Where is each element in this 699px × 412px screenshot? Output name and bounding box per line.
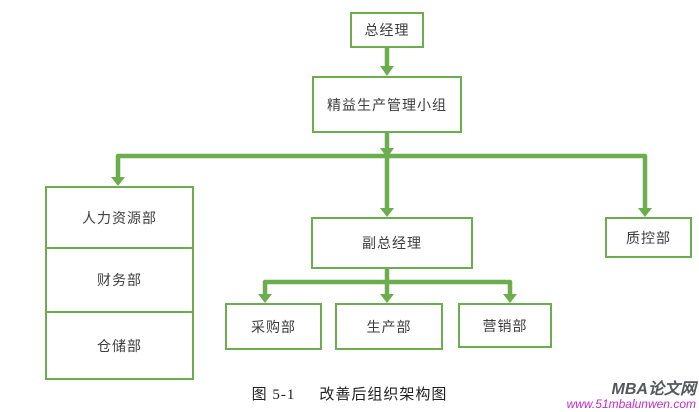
node-human-resources: 人力资源部: [47, 188, 192, 247]
node-general-manager: 总经理: [350, 12, 424, 48]
node-finance: 财务部: [47, 247, 192, 311]
node-label: 财务部: [97, 274, 142, 289]
watermark-brand: MBA论文网: [611, 380, 696, 398]
watermark-url: www.51mbalunwen.com: [566, 397, 696, 412]
node-quality-control: 质控部: [605, 217, 692, 258]
node-label: 精益生产管理小组: [327, 98, 447, 114]
node-production: 生产部: [335, 303, 443, 350]
node-label: 质控部: [626, 231, 671, 247]
node-label: 生产部: [366, 320, 412, 336]
node-label: 总经理: [364, 24, 410, 39]
node-label: 副总经理: [362, 237, 422, 252]
watermark: MBA论文网 www.51mbalunwen.com: [566, 380, 696, 412]
node-warehouse: 仓储部: [47, 311, 192, 378]
figure-caption: 图 5-1 改善后组织架构图: [0, 383, 699, 404]
node-purchasing: 采购部: [225, 303, 322, 350]
node-label: 仓储部: [97, 339, 142, 355]
node-stack-left-departments: 人力资源部 财务部 仓储部: [45, 186, 194, 380]
node-label: 营销部: [482, 319, 528, 335]
node-lean-production-group: 精益生产管理小组: [312, 76, 462, 133]
node-marketing: 营销部: [458, 303, 552, 348]
node-label: 采购部: [251, 320, 296, 336]
figure-number: 图 5-1: [251, 387, 296, 403]
node-deputy-general-manager: 副总经理: [311, 217, 473, 269]
figure-title: 改善后组织架构图: [319, 387, 448, 403]
node-label: 人力资源部: [82, 211, 157, 227]
